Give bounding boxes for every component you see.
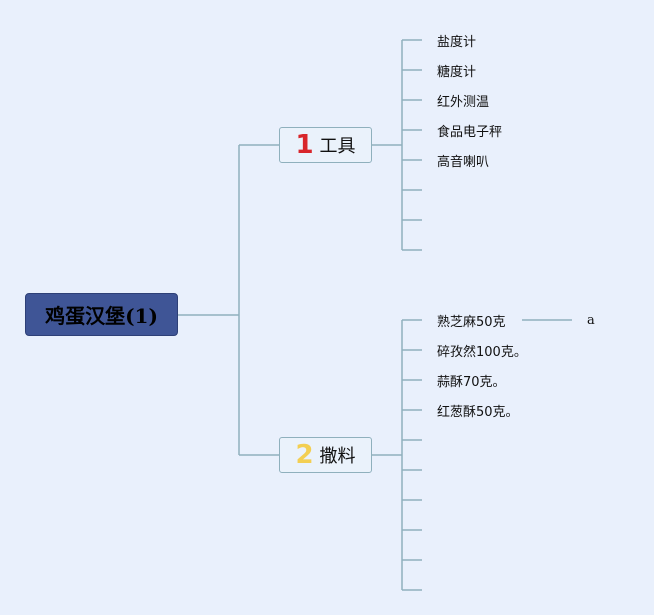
branch-tools[interactable]: 1 工具 xyxy=(279,127,372,163)
leaf-item[interactable]: 蒜酥70克。 xyxy=(437,375,506,390)
leaf-item[interactable]: 熟芝麻50克 xyxy=(437,315,506,330)
sub-note[interactable]: a xyxy=(587,313,595,328)
leaf-item[interactable]: 高音喇叭 xyxy=(437,155,490,170)
leaf-item[interactable]: 红外测温 xyxy=(437,95,490,110)
branch-toppings-label: 撒料 xyxy=(319,446,356,467)
priority-1-icon: 1 xyxy=(295,130,314,160)
priority-2-icon: 2 xyxy=(295,440,314,470)
leaf-item[interactable]: 碎孜然100克。 xyxy=(437,345,527,360)
leaf-item[interactable]: 盐度计 xyxy=(437,35,477,50)
leaf-item[interactable]: 食品电子秤 xyxy=(437,125,503,140)
root-topic[interactable]: 鸡蛋汉堡(1) xyxy=(25,293,178,336)
root-title: 鸡蛋汉堡(1) xyxy=(45,304,158,328)
leaf-item[interactable]: 红葱酥50克。 xyxy=(437,405,519,420)
branch-tools-label: 工具 xyxy=(319,136,356,157)
leaf-item[interactable]: 糖度计 xyxy=(437,65,477,80)
branch-toppings[interactable]: 2 撒料 xyxy=(279,437,372,473)
